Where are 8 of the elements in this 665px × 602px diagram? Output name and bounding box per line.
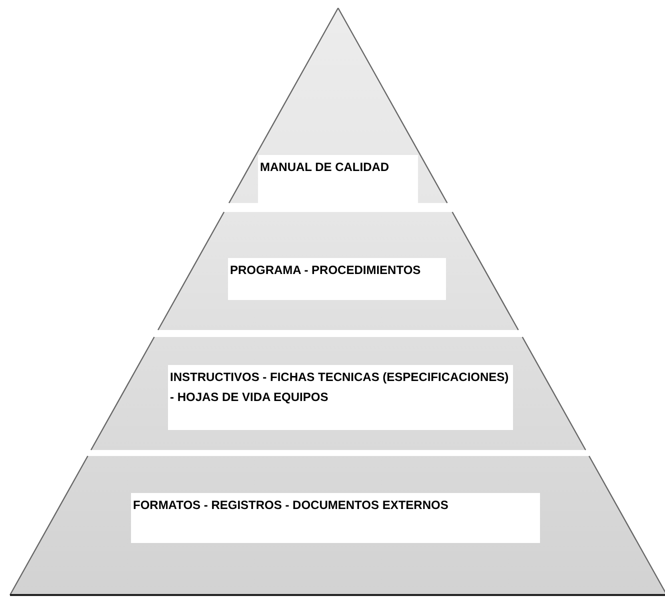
pyramid-tier [10, 456, 665, 595]
tier-label: MANUAL DE CALIDAD [258, 155, 418, 205]
tier-label: INSTRUCTIVOS - FICHAS TECNICAS (ESPECIFICACIONES) - HOJAS DE VIDA EQUIPOS [168, 365, 513, 430]
pyramid-tier [90, 337, 586, 450]
pyramid-tier [228, 8, 448, 203]
tier-label: FORMATOS - REGISTROS - DOCUMENTOS EXTERNOS [130, 493, 540, 543]
pyramid-tier [158, 212, 518, 330]
tier-label: PROGRAMA - PROCEDIMIENTOS [228, 258, 446, 300]
